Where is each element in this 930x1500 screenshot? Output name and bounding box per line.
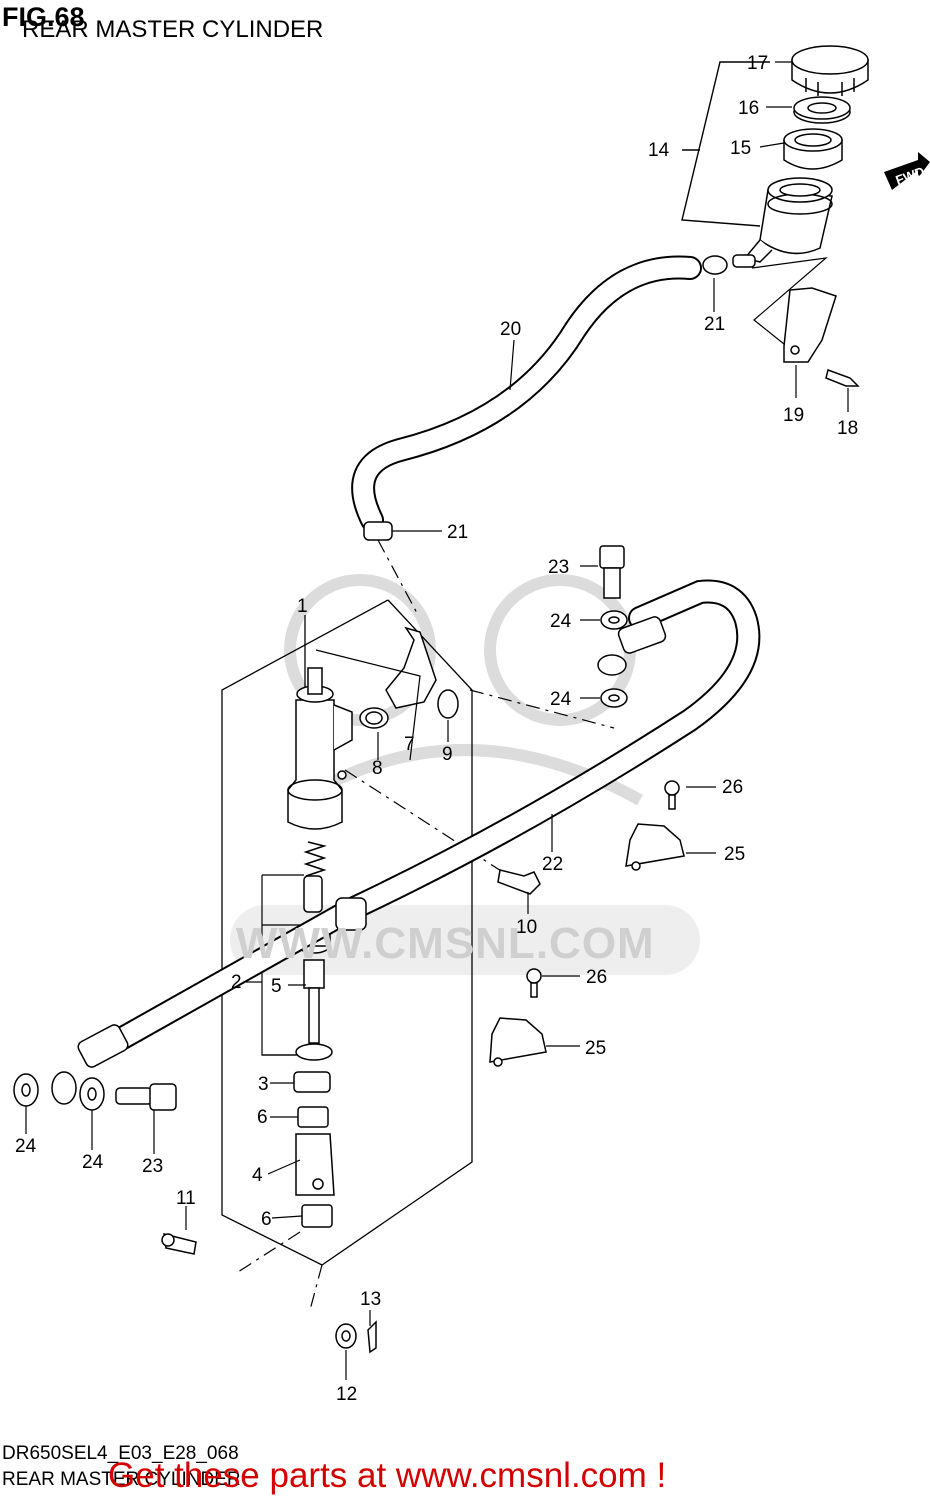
figure-title: REAR MASTER CYLINDER	[22, 16, 324, 43]
reservoir-cap	[791, 45, 869, 96]
reservoir-hose-inner	[353, 257, 700, 530]
hose-guide-upper	[625, 780, 685, 871]
callout-20: 20	[500, 319, 521, 340]
callout-24b: 24	[550, 689, 572, 710]
hose-end-fittings	[51, 616, 667, 1105]
banjo-bolt-lower	[115, 1083, 177, 1111]
boot-and-rings	[293, 1043, 335, 1228]
footer-title: REAR MASTER CYLINDER	[2, 1469, 241, 1490]
callout-24: 24	[550, 611, 572, 632]
callout-leaders	[25, 61, 849, 1380]
reservoir-body	[743, 177, 833, 263]
cap-plate	[793, 96, 851, 124]
callout-3: 3	[258, 1074, 269, 1095]
callout-24c: 24	[15, 1136, 37, 1157]
callout-10: 10	[516, 917, 537, 938]
callout-9: 9	[442, 744, 453, 765]
hose-clamp-lower	[363, 521, 393, 541]
watermark-logo	[284, 574, 643, 806]
callout-23: 23	[548, 557, 569, 578]
callout-22: 22	[542, 854, 563, 875]
reservoir-mount-lines	[751, 257, 828, 345]
callout-16: 16	[738, 98, 759, 119]
small-parts	[161, 869, 541, 1354]
callout-24d: 24	[82, 1152, 104, 1173]
callout-numbers: 1 2 3 4 5 6 6 7 8 9 10 11 12 13 14 15 16…	[15, 53, 858, 1405]
callout-19: 19	[783, 405, 804, 426]
callout-14: 14	[648, 140, 670, 161]
promo-link[interactable]: Get these parts at www.cmsnl.com !	[108, 1456, 667, 1495]
callout-6: 6	[257, 1107, 268, 1128]
callout-15: 15	[730, 138, 751, 159]
callout-6b: 6	[261, 1209, 272, 1230]
fwd-arrow-icon: FWD	[884, 152, 930, 190]
brake-hose-inner	[102, 581, 759, 1054]
banjo-bolt-upper	[599, 545, 625, 599]
callout-5: 5	[271, 976, 282, 997]
callout-21: 21	[704, 314, 725, 335]
callout-23b: 23	[142, 1156, 163, 1177]
callout-18: 18	[837, 418, 858, 439]
watermark-text: WWW.CMSNL.COM	[236, 919, 655, 968]
return-spring	[303, 841, 327, 877]
callout-17: 17	[747, 53, 768, 74]
callout-26b: 26	[586, 967, 607, 988]
callout-12: 12	[336, 1384, 357, 1405]
callout-13: 13	[360, 1289, 381, 1310]
callout-25b: 25	[585, 1038, 606, 1059]
callout-4: 4	[252, 1165, 263, 1186]
callout-25: 25	[724, 844, 745, 865]
hose-fitting	[359, 626, 459, 729]
callout-8: 8	[372, 758, 383, 779]
diagram-code: DR650SEL4_E03_E28_068	[2, 1443, 239, 1464]
figure-number: FIG.68	[2, 2, 85, 32]
diaphragm	[783, 128, 843, 170]
leader-dashes	[237, 539, 615, 1311]
assembly-leaders	[261, 649, 449, 1056]
hose-clamp-top	[702, 254, 756, 275]
hose-guide-lower	[489, 968, 547, 1067]
callout-2: 2	[231, 972, 242, 993]
callout-21b: 21	[447, 522, 468, 543]
reservoir-bracket-lines	[681, 61, 770, 227]
callout-11: 11	[176, 1188, 196, 1209]
callout-26: 26	[722, 777, 743, 798]
master-cylinder-body	[287, 667, 353, 830]
callout-1: 1	[297, 596, 308, 617]
callout-7: 7	[404, 734, 415, 755]
reservoir-mount	[783, 287, 860, 387]
